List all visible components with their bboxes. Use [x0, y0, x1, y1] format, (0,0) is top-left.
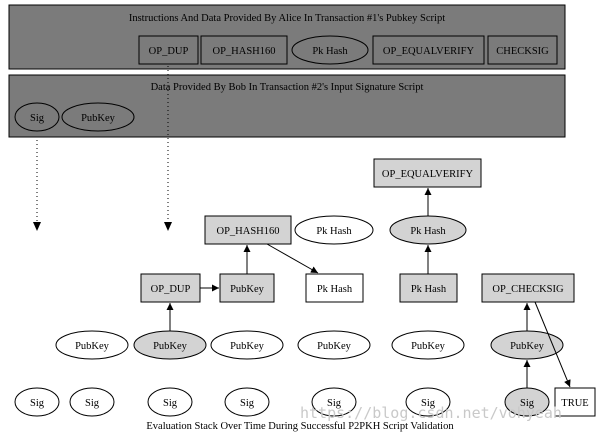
- stack-sig-col2-label: Sig: [85, 398, 100, 409]
- watermark-text: https://blog.csdn.net/vohyeah: [300, 404, 562, 422]
- stack-pubkey-col5-node: [297, 330, 371, 360]
- stack-pk-hash-result-node: [305, 273, 364, 303]
- stack-pubkey-col7-label: PubKey: [510, 341, 545, 352]
- dotted-flow-arrowhead-sig: [33, 222, 41, 231]
- stack-sig-col7-label: Sig: [520, 398, 535, 409]
- diagram-caption: Evaluation Stack Over Time During Succes…: [146, 421, 454, 432]
- alice-op-dup-label: OP_DUP: [149, 46, 189, 57]
- stack-pubkey-col3-label: PubKey: [153, 341, 188, 352]
- alice-op-dup-node: [138, 35, 199, 65]
- stack-pk-hash-box-node: [399, 273, 458, 303]
- stack-pk-hash-result-label: Pk Hash: [317, 284, 353, 295]
- alice-pk-hash-label: Pk Hash: [312, 46, 348, 57]
- stack-sig-col4-node: [224, 387, 270, 417]
- alice-op-hash160-node: [200, 35, 288, 65]
- stack-pk-hash-pushed-node: [294, 215, 374, 245]
- stack-pk-hash-compare-label: Pk Hash: [410, 226, 446, 237]
- stack-op-hash160-node: [204, 215, 292, 245]
- alice-panel-title: Instructions And Data Provided By Alice …: [129, 13, 445, 24]
- bob-sig-label: Sig: [30, 113, 45, 124]
- bob-pubkey-label: PubKey: [81, 113, 116, 124]
- stack-true-result-label: TRUE: [561, 398, 588, 409]
- stack-sig-col5-node: [311, 387, 357, 417]
- alice-op-equalverify-node: [372, 35, 485, 65]
- arrow-op-hash160-to-pk-hash: [266, 243, 319, 274]
- stack-sig-col4-label: Sig: [240, 398, 255, 409]
- stack-op-equalverify-node: [373, 158, 482, 188]
- alice-op-hash160-label: OP_HASH160: [212, 46, 275, 57]
- stack-pubkey-col6-label: PubKey: [411, 341, 446, 352]
- stack-op-equalverify-label: OP_EQUALVERIFY: [382, 169, 474, 180]
- bob-panel-title: Data Provided By Bob In Transaction #2's…: [151, 82, 424, 93]
- stack-pubkey-hashed-node: [219, 273, 275, 303]
- alice-op-equalverify-label: OP_EQUALVERIFY: [383, 46, 475, 57]
- stack-pk-hash-pushed-label: Pk Hash: [316, 226, 352, 237]
- stack-pubkey-hashed-label: PubKey: [230, 284, 265, 295]
- stack-sig-col5-label: Sig: [327, 398, 342, 409]
- bob-pubkey-node: [61, 102, 135, 132]
- stack-sig-col3-node: [147, 387, 193, 417]
- stack-pubkey-col6-node: [391, 330, 465, 360]
- stack-pubkey-col4-node: [210, 330, 284, 360]
- stack-sig-col6-node: [405, 387, 451, 417]
- stack-op-dup-node: [140, 273, 201, 303]
- stack-pk-hash-box-label: Pk Hash: [411, 284, 447, 295]
- stack-pubkey-col2-label: PubKey: [75, 341, 110, 352]
- stack-op-checksig-label: OP_CHECKSIG: [492, 284, 564, 295]
- dotted-flow-arrowhead-op-dup: [164, 222, 172, 231]
- arrow-op-checksig-to-true: [534, 301, 571, 388]
- bob-sig-node: [14, 102, 60, 132]
- stack-sig-col1-node: [14, 387, 60, 417]
- stack-sig-col3-label: Sig: [163, 398, 178, 409]
- stack-sig-col2-node: [69, 387, 115, 417]
- stack-pubkey-col2-node: [55, 330, 129, 360]
- stack-true-result-node: [554, 387, 596, 417]
- stack-op-dup-label: OP_DUP: [151, 284, 191, 295]
- stack-pubkey-col5-label: PubKey: [317, 341, 352, 352]
- stack-sig-col6-label: Sig: [421, 398, 436, 409]
- alice-pk-hash-node: [291, 35, 369, 65]
- stack-pubkey-col4-label: PubKey: [230, 341, 265, 352]
- stack-op-hash160-label: OP_HASH160: [216, 226, 279, 237]
- stack-op-checksig-node: [481, 273, 575, 303]
- stack-sig-col1-label: Sig: [30, 398, 45, 409]
- alice-checksig-label: CHECKSIG: [496, 46, 549, 57]
- alice-checksig-node: [487, 35, 558, 65]
